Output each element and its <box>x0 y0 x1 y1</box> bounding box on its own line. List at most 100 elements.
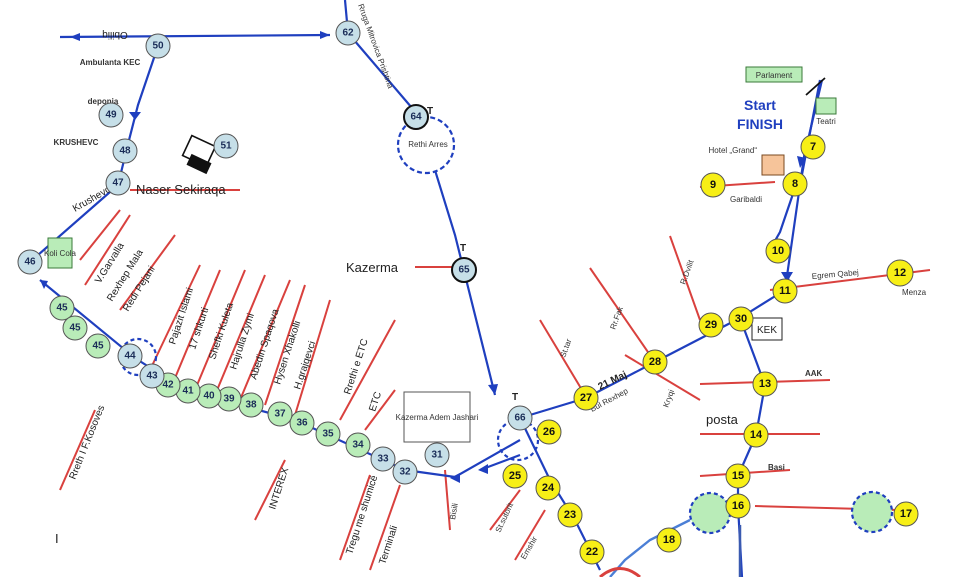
checkpoint-51[interactable]: 51 <box>213 133 239 159</box>
checkpoint-14[interactable]: 14 <box>743 422 769 448</box>
label-ambulanta: Ambulanta KEC <box>80 58 141 67</box>
checkpoint-45a[interactable]: 45 <box>49 295 75 321</box>
svg-text:45: 45 <box>69 323 81 334</box>
svg-text:25: 25 <box>509 470 521 482</box>
checkpoint-40[interactable]: 40 <box>196 383 222 409</box>
checkpoint-33[interactable]: 33 <box>370 446 396 472</box>
svg-text:42: 42 <box>162 380 174 391</box>
checkpoint-37[interactable]: 37 <box>267 401 293 427</box>
checkpoint-15[interactable]: 15 <box>725 463 751 489</box>
checkpoint-64[interactable]: 64 <box>403 104 429 130</box>
svg-text:23: 23 <box>564 509 576 521</box>
checkpoint-49[interactable]: 49 <box>98 102 124 128</box>
checkpoint-46[interactable]: 46 <box>17 249 43 275</box>
checkpoint-18[interactable]: 18 <box>656 527 682 553</box>
svg-text:45: 45 <box>56 303 68 314</box>
checkpoint-34[interactable]: 34 <box>345 432 371 458</box>
svg-text:50: 50 <box>152 41 164 52</box>
svg-text:44: 44 <box>124 351 136 362</box>
svg-text:7: 7 <box>810 141 816 153</box>
svg-text:37: 37 <box>274 409 286 420</box>
label-menza: Menza <box>902 288 927 297</box>
svg-text:38: 38 <box>245 400 257 411</box>
checkpoint-22[interactable]: 22 <box>579 539 605 565</box>
checkpoint-9[interactable]: 9 <box>700 172 726 198</box>
street-17-shkurti: 17 shkurti <box>187 306 211 351</box>
svg-text:46: 46 <box>24 257 36 268</box>
svg-text:26: 26 <box>543 426 555 438</box>
street-rrethi-etc: Rrethi e ETC <box>342 338 370 396</box>
checkpoint-10[interactable]: 10 <box>765 238 791 264</box>
label-st-sutorit: St.sutorit <box>494 501 516 534</box>
svg-text:16: 16 <box>732 500 744 512</box>
checkpoint-48[interactable]: 48 <box>112 138 138 164</box>
svg-text:48: 48 <box>119 146 131 157</box>
landmark-rethi-arres: Rethi Arres <box>408 140 448 149</box>
checkpoint-29[interactable]: 29 <box>698 312 724 338</box>
svg-text:12: 12 <box>894 267 906 279</box>
svg-text:43: 43 <box>146 371 158 382</box>
checkpoint-35[interactable]: 35 <box>315 421 341 447</box>
checkpoint-16[interactable]: 16 <box>725 493 751 519</box>
checkpoint-26[interactable]: 26 <box>536 419 562 445</box>
label-deponia: deponia <box>88 97 119 106</box>
checkpoint-8[interactable]: 8 <box>782 171 808 197</box>
checkpoint-45b[interactable]: 45 <box>62 315 88 341</box>
label-obiliq: Obiliq <box>102 29 128 40</box>
checkpoint-12[interactable]: 12 <box>886 259 914 287</box>
checkpoint-62[interactable]: 62 <box>335 20 361 46</box>
checkpoint-24[interactable]: 24 <box>535 475 561 501</box>
checkpoint-7[interactable]: 7 <box>800 134 826 160</box>
svg-text:65: 65 <box>458 265 470 276</box>
svg-text:51: 51 <box>220 141 232 152</box>
checkpoint-25[interactable]: 25 <box>502 463 528 489</box>
checkpoint-11[interactable]: 11 <box>772 278 798 304</box>
svg-text:15: 15 <box>732 470 744 482</box>
street-egrem-qabej: Egrem Qabej <box>811 268 859 281</box>
streets <box>59 181 931 571</box>
label-t-64: T <box>427 106 433 117</box>
checkpoint-47[interactable]: 47 <box>105 170 131 196</box>
label-krushevc: KRUSHEVC <box>54 138 99 147</box>
label-aak: AAK <box>805 369 823 378</box>
svg-text:64: 64 <box>410 112 422 123</box>
svg-text:29: 29 <box>705 319 717 331</box>
svg-text:14: 14 <box>750 429 763 441</box>
finish-label: FINISH <box>737 116 783 132</box>
svg-text:18: 18 <box>663 534 675 546</box>
checkpoint-28[interactable]: 28 <box>642 349 668 375</box>
main-route <box>29 0 826 577</box>
svg-text:27: 27 <box>580 392 592 404</box>
svg-text:9: 9 <box>710 179 716 191</box>
label-t-66: T <box>512 392 518 403</box>
checkpoint-23[interactable]: 23 <box>557 502 583 528</box>
street-garibaldi: Garibaldi <box>730 195 762 204</box>
checkpoint-38[interactable]: 38 <box>238 392 264 418</box>
checkpoint-65[interactable]: 65 <box>451 257 477 283</box>
checkpoint-45c[interactable]: 45 <box>85 333 111 359</box>
checkpoint-66[interactable]: 66 <box>507 405 533 431</box>
checkpoint-43[interactable]: 43 <box>139 363 165 389</box>
label-posta: posta <box>706 412 739 427</box>
street-rreth-f-kosoves: Rreth I F.Kosoves <box>68 404 108 481</box>
svg-text:35: 35 <box>322 429 334 440</box>
checkpoint-30[interactable]: 30 <box>728 306 754 332</box>
checkpoint-44[interactable]: 44 <box>117 343 143 369</box>
svg-text:41: 41 <box>182 386 194 397</box>
label-i-marker: I <box>55 531 59 546</box>
svg-text:24: 24 <box>542 482 555 494</box>
checkpoint-50[interactable]: 50 <box>145 33 171 59</box>
checkpoint-31[interactable]: 31 <box>424 442 450 468</box>
checkpoint-36[interactable]: 36 <box>289 410 315 436</box>
landmark-koli-cola: Koli Cola <box>44 249 77 258</box>
landmark-kazerma-box: Kazerma Adem Jashari <box>396 413 479 422</box>
svg-text:34: 34 <box>352 440 364 451</box>
svg-text:31: 31 <box>431 450 443 461</box>
svg-text:22: 22 <box>586 546 598 558</box>
landmark-parlament: Parlament <box>756 71 793 80</box>
checkpoint-17[interactable]: 17 <box>893 501 919 527</box>
checkpoint-13[interactable]: 13 <box>752 371 778 397</box>
checkpoint-32[interactable]: 32 <box>392 459 418 485</box>
checkpoint-27[interactable]: 27 <box>573 385 599 411</box>
